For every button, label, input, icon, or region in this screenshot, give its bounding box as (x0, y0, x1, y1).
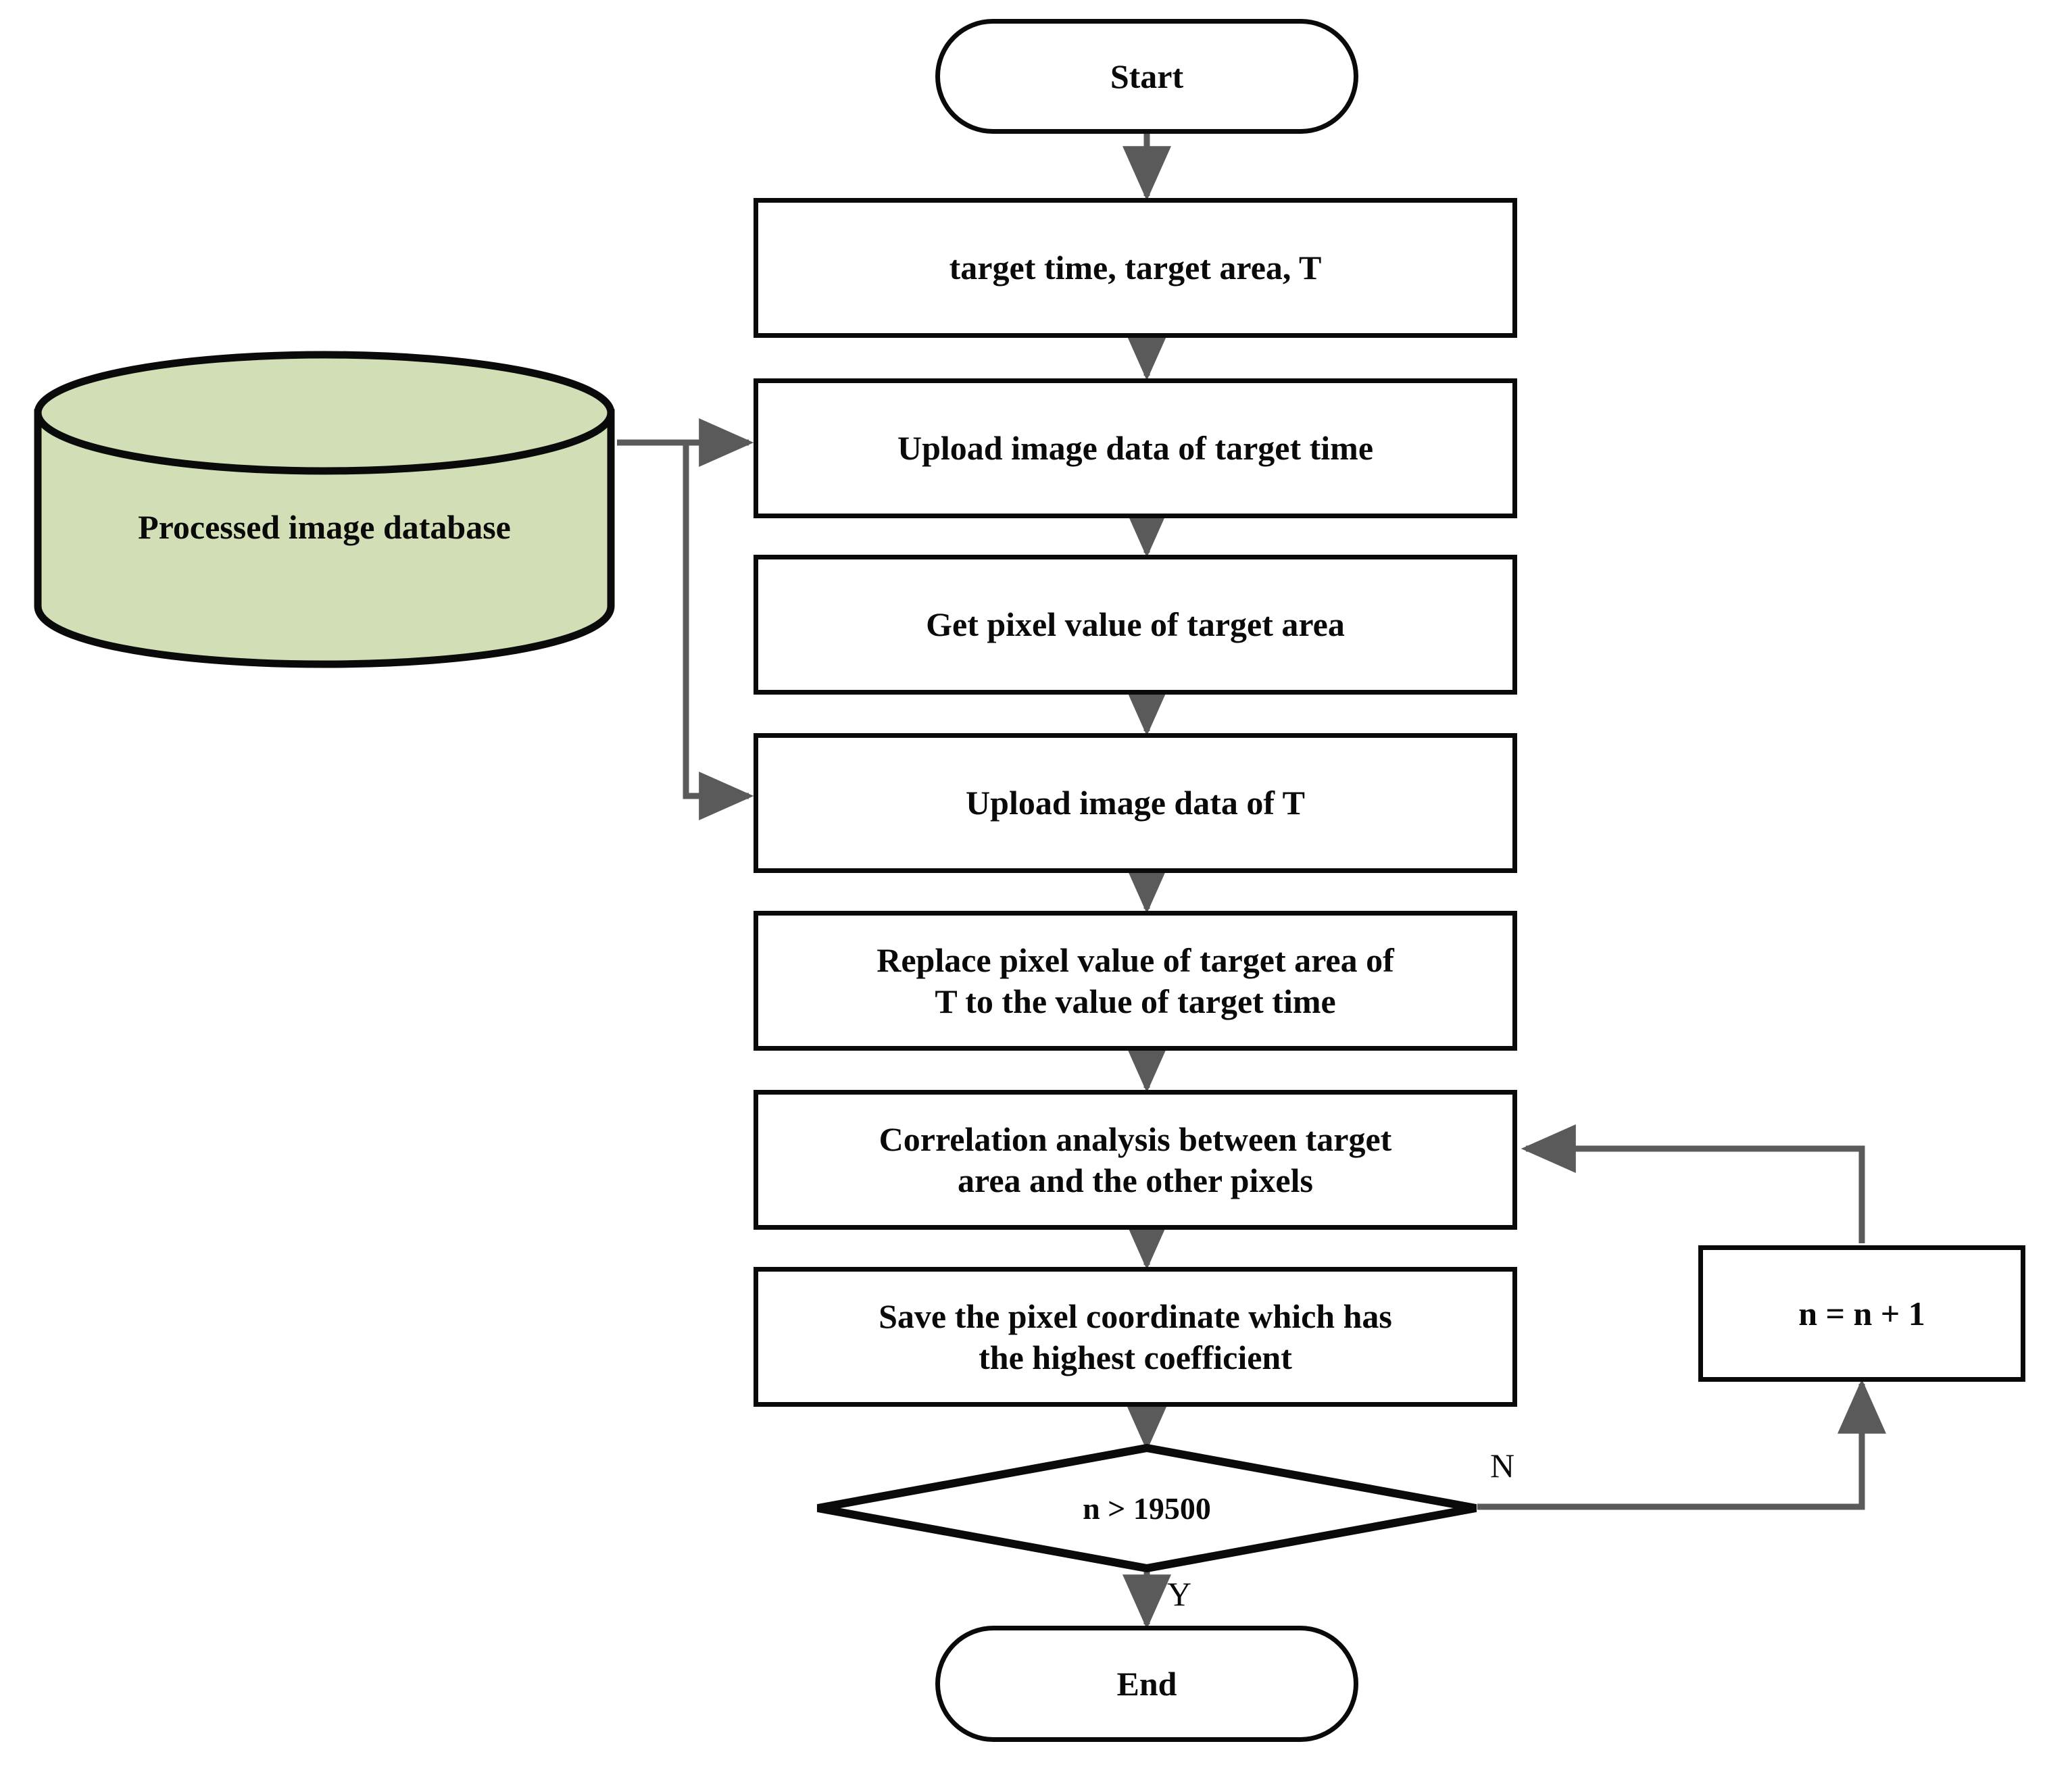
node-decision-label: n > 19500 (1083, 1491, 1211, 1526)
node-increment[interactable]: n = n + 1 (1698, 1245, 2025, 1382)
node-inputs-label: target time, target area, T (949, 249, 1322, 286)
edge-increment-to-correlation (1521, 1124, 1865, 1243)
node-end[interactable]: End (935, 1626, 1358, 1742)
decision-diamond-icon (816, 1443, 1477, 1573)
node-correlation-analysis-line2: area and the other pixels (958, 1161, 1313, 1199)
node-start[interactable]: Start (935, 19, 1358, 134)
node-database-label: Processed image database (138, 508, 511, 546)
node-replace-pixel-value-line2: T to the value of target time (935, 982, 1336, 1020)
node-database[interactable]: Processed image database (32, 349, 617, 670)
node-save-pixel-coordinate[interactable]: Save the pixel coordinate which has the … (754, 1267, 1517, 1407)
node-save-pixel-coordinate-line2: the highest coefficient (979, 1338, 1292, 1376)
node-upload-T-label: Upload image data of T (966, 784, 1305, 822)
node-inputs[interactable]: target time, target area, T (754, 198, 1517, 338)
node-get-pixel-value[interactable]: Get pixel value of target area (754, 555, 1517, 695)
node-increment-label: n = n + 1 (1798, 1294, 1925, 1332)
node-decision[interactable]: n > 19500 (814, 1443, 1480, 1573)
edge-label-yes: Y (1167, 1575, 1192, 1613)
node-replace-pixel-value-line1: Replace pixel value of target area of (877, 941, 1394, 979)
edge-decision-no-to-increment (1477, 1378, 1886, 1510)
node-replace-pixel-value[interactable]: Replace pixel value of target area of T … (754, 911, 1517, 1051)
node-upload-target-time[interactable]: Upload image data of target time (754, 378, 1517, 518)
node-save-pixel-coordinate-line1: Save the pixel coordinate which has (879, 1297, 1392, 1335)
node-correlation-analysis-line1: Correlation analysis between target (879, 1120, 1392, 1158)
database-cylinder-icon (34, 351, 615, 668)
node-upload-target-time-label: Upload image data of target time (897, 429, 1374, 467)
edge-database-to-uploadT (683, 443, 754, 820)
node-correlation-analysis[interactable]: Correlation analysis between target area… (754, 1090, 1517, 1230)
node-end-label: End (1116, 1664, 1177, 1703)
node-get-pixel-value-label: Get pixel value of target area (926, 605, 1345, 643)
node-upload-T[interactable]: Upload image data of T (754, 733, 1517, 873)
edge-label-no: N (1490, 1447, 1515, 1484)
node-start-label: Start (1110, 57, 1184, 95)
